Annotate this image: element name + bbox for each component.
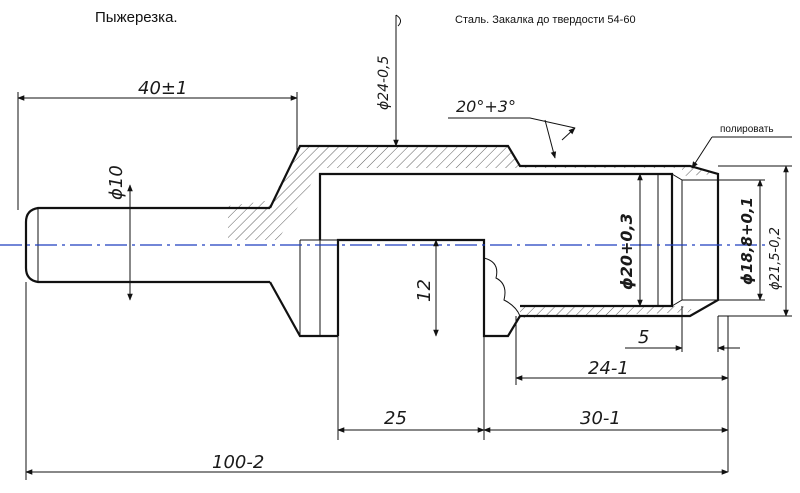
dim-shank-diameter-label: ϕ10	[106, 165, 127, 200]
dim-shank-diameter: ϕ10	[106, 165, 133, 301]
dim-front-length-label: 30-1	[580, 408, 621, 429]
dim-tip-bore-label: ϕ18,8+0,1	[738, 197, 756, 285]
dim-total-length-label: 100-2	[212, 452, 264, 473]
polish-note-label: полировать	[720, 124, 774, 135]
dim-tube-bore-label: ϕ20+0,3	[617, 213, 636, 290]
dim-window-height: 12	[414, 239, 439, 337]
material-note: Сталь. Закалка до твердости 54-60	[455, 14, 636, 26]
dim-window-height-label: 12	[414, 279, 435, 302]
dim-shank-length: 40±1	[17, 78, 298, 210]
part-outline	[24, 144, 720, 338]
dim-front-length: 30-1	[483, 408, 729, 433]
dim-tube-bore: ϕ20+0,3	[617, 173, 643, 307]
dim-cone-angle-label: 20°+3°	[456, 97, 516, 116]
dim-window-length: 25	[337, 336, 485, 440]
dim-window-length-label: 25	[384, 408, 407, 429]
section-hatching	[228, 146, 718, 318]
dim-tip-outer: ϕ21,5-0,2	[718, 165, 792, 317]
dim-total-length: 100-2	[25, 282, 729, 480]
dim-cone-angle: 20°+3°	[448, 97, 576, 159]
dim-tip-length-label: 5	[638, 327, 649, 348]
dim-tube-length: 24-1	[515, 316, 729, 472]
dim-tip-bore: ϕ18,8+0,1	[718, 179, 765, 301]
dim-tube-length-label: 24-1	[588, 358, 629, 379]
dim-tip-length: 5	[625, 306, 740, 352]
polish-note: полировать	[691, 124, 792, 169]
drawing-title: Пыжерезка.	[95, 9, 178, 26]
dim-outer-diameter: ϕ24-0,5	[376, 14, 402, 147]
dim-outer-diameter-label: ϕ24-0,5	[376, 56, 392, 110]
dim-shank-length-label: 40±1	[138, 78, 187, 99]
dim-tip-outer-label: ϕ21,5-0,2	[768, 227, 783, 290]
